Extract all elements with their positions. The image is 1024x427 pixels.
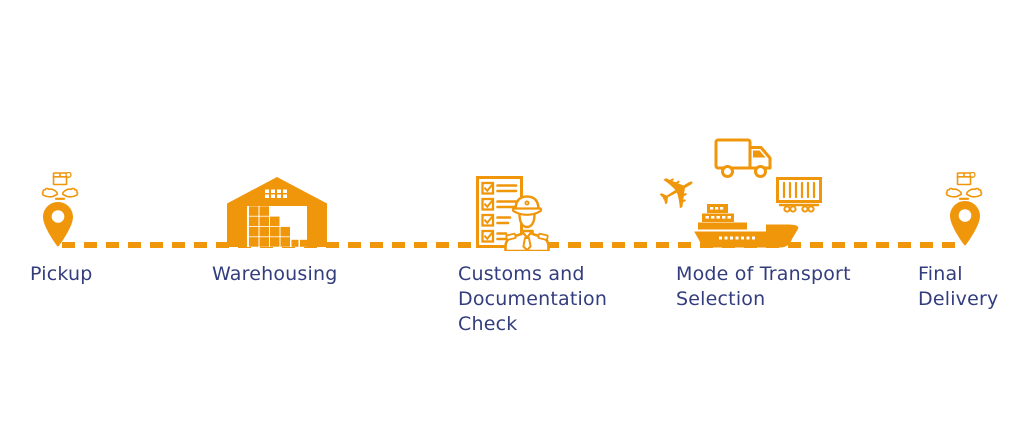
box-truck-icon [714,138,776,178]
location-pin-icon [950,201,980,247]
stage-label-line: Selection [676,288,766,310]
stage-label-line: Customs and [458,263,585,285]
stage-label-line: Check [458,313,518,335]
cargo-ship-icon [694,203,800,248]
location-pin-icon [43,202,73,248]
warehouse-icon [227,177,327,247]
package-in-hands-icon [40,172,80,200]
stage-label-line: Mode of Transport [676,263,851,285]
stage-label-final-delivery: Final Delivery [918,262,998,312]
stage-label-pickup: Pickup [30,262,93,287]
stage-label-line: Documentation [458,288,608,310]
rail-container-icon [776,177,822,213]
stage-label-line: Pickup [30,263,93,285]
stage-label-line: Delivery [918,288,999,310]
stage-label-transport: Mode of Transport Selection [676,262,851,312]
customs-officer-icon [504,194,550,251]
stage-label-customs: Customs and Documentation Check [458,262,607,337]
stage-label-warehousing: Warehousing [212,262,338,287]
package-in-hands-icon [944,172,984,200]
stage-label-line: Warehousing [212,263,338,285]
stage-label-line: Final [918,263,963,285]
